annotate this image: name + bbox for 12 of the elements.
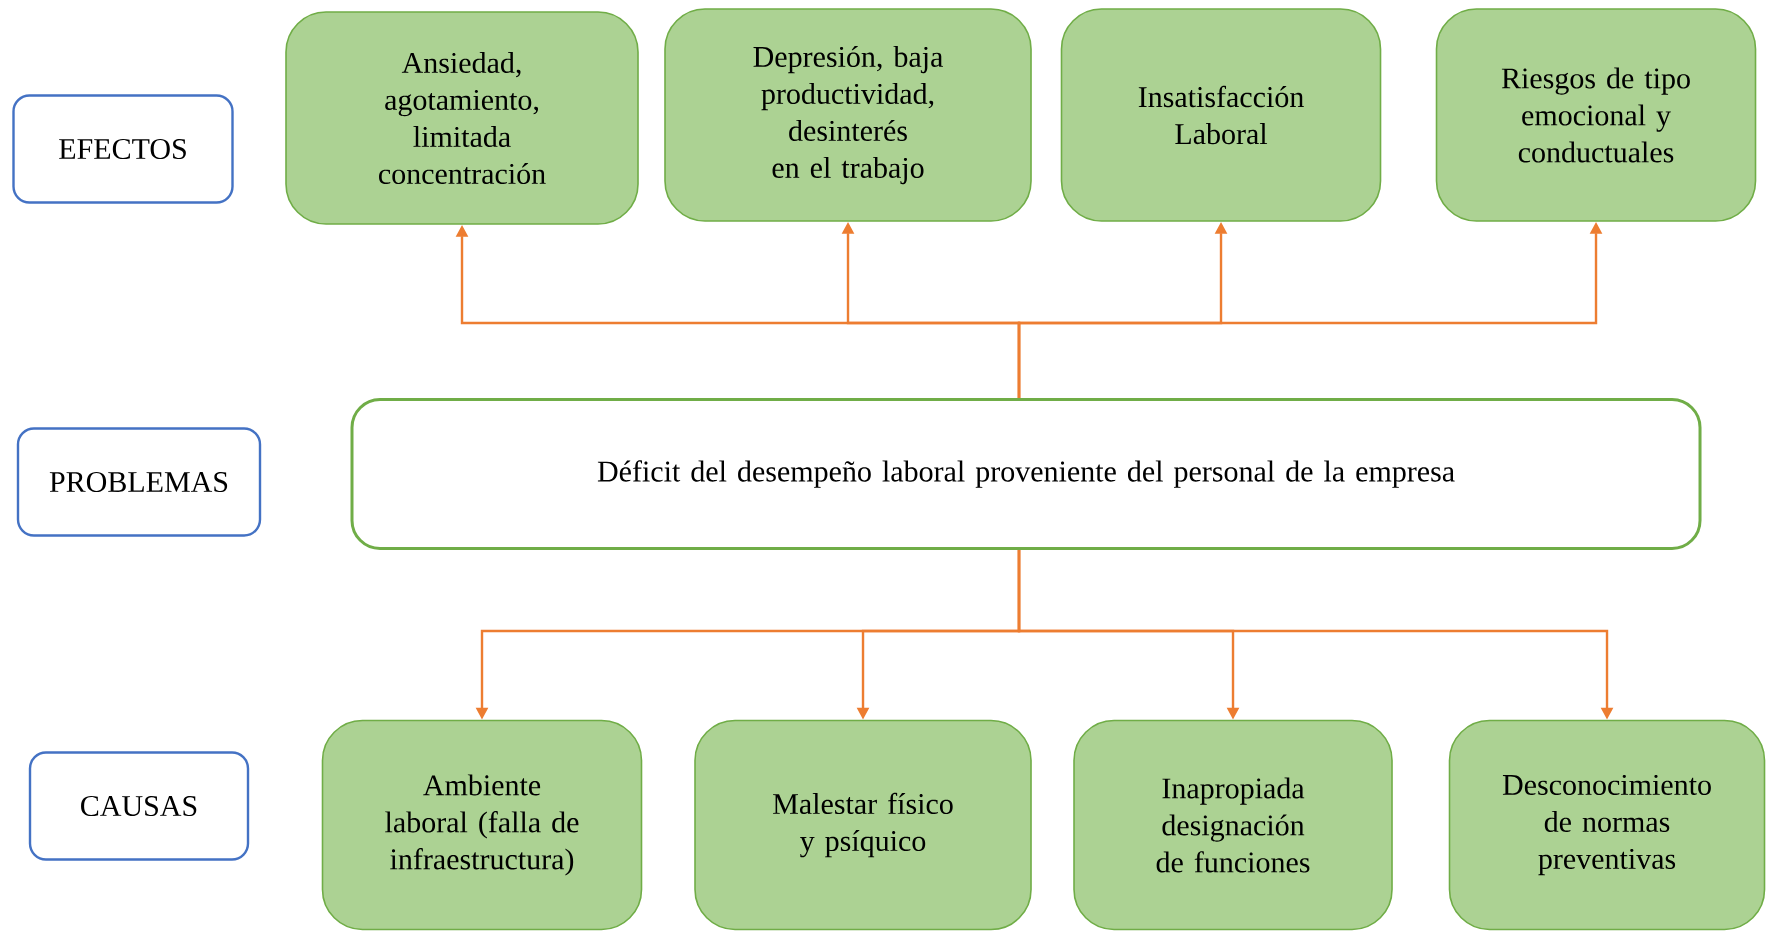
effect-box: Depresión, baja productividad, desinterés en el trabajo [664, 8, 1032, 222]
category-label-box: CAUSAS [28, 751, 250, 861]
category-label-box: PROBLEMAS [16, 427, 262, 537]
cause-box: Malestar físico y psíquico [694, 719, 1032, 931]
problem-box: Déficit del desempeño laboral proveniente del personal de la empresa [350, 398, 1702, 550]
effect-box: Insatisfacción Laboral [1060, 8, 1382, 222]
cause-box: Ambiente laboral (falla de infraestructura) [321, 719, 643, 931]
effect-box: Riesgos de tipo emocional y conductuales [1435, 8, 1757, 222]
category-label-box: EFECTOS [12, 94, 234, 204]
cause-box: Desconocimiento de normas preventivas [1448, 719, 1766, 931]
cause-box: Inapropiada designación de funciones [1073, 719, 1393, 931]
effect-box: Ansiedad, agotamiento, limitada concentración [285, 11, 639, 225]
